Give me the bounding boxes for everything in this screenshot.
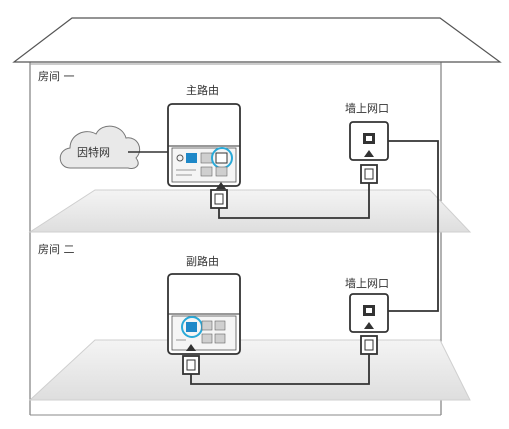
plug-inner xyxy=(214,193,224,205)
floor-room-2 xyxy=(28,339,471,401)
wall-port-2-arrow-icon xyxy=(364,322,374,329)
main-router-lan-port-icon xyxy=(200,152,213,164)
main-router-wan-port-icon xyxy=(186,153,197,163)
plug-inner-3 xyxy=(186,359,196,371)
wall-port-2-label: 墙上网口 xyxy=(345,276,389,290)
main-router-port-lower xyxy=(200,166,213,177)
cable-main-router-to-wall-port-1 xyxy=(218,183,370,219)
arrow-up-icon xyxy=(216,182,226,189)
wall-port-2: 墙上网口 xyxy=(345,276,389,355)
ethernet-port-icon xyxy=(215,152,228,164)
sub-router-lan-port-icon xyxy=(201,320,213,331)
wall-port-2-plug xyxy=(360,335,378,355)
wall-port-1-arrow-icon xyxy=(364,150,374,157)
main-router-power-icon xyxy=(176,154,184,162)
cloud-icon xyxy=(59,125,141,169)
main-router-label: 主路由 xyxy=(186,83,219,97)
plug-inner-4 xyxy=(364,339,374,351)
main-router-port-lower-2 xyxy=(215,166,228,177)
sub-router: 副路由 xyxy=(167,254,241,355)
sub-router-rj45-plug-icon xyxy=(182,355,200,375)
sub-router-lan-port-2-icon xyxy=(214,320,226,331)
cable-wall-port-1-to-wall-port-2 xyxy=(388,140,439,312)
socket-hole xyxy=(366,136,372,141)
sub-router-wan-port-icon xyxy=(186,322,197,332)
main-router-plug xyxy=(210,189,228,209)
internet-label: 因特网 xyxy=(77,145,110,159)
wall-port-1: 墙上网口 xyxy=(345,101,389,184)
plug-inner-2 xyxy=(364,168,374,180)
main-router: 主路由 xyxy=(167,83,241,189)
roof xyxy=(12,17,502,63)
wall-port-1-label: 墙上网口 xyxy=(345,101,389,115)
sub-router-arrow-icon xyxy=(186,344,196,351)
socket-hole-2 xyxy=(366,308,372,313)
sub-router-lan-port-3-icon xyxy=(201,333,213,344)
sub-router-plug xyxy=(182,355,200,375)
internet-cloud: 因特网 xyxy=(59,125,141,169)
wall-port-1-plug xyxy=(360,164,378,184)
sub-router-label: 副路由 xyxy=(186,254,219,268)
floor-room-1 xyxy=(28,189,472,233)
cable-sub-router-to-wall-port-2 xyxy=(190,354,370,385)
room-label-2: 房间 二 xyxy=(38,243,75,256)
sub-router-lan-port-4-icon xyxy=(214,333,226,344)
rj45-plug-icon xyxy=(210,189,228,209)
room-label-1: 房间 一 xyxy=(38,70,75,83)
